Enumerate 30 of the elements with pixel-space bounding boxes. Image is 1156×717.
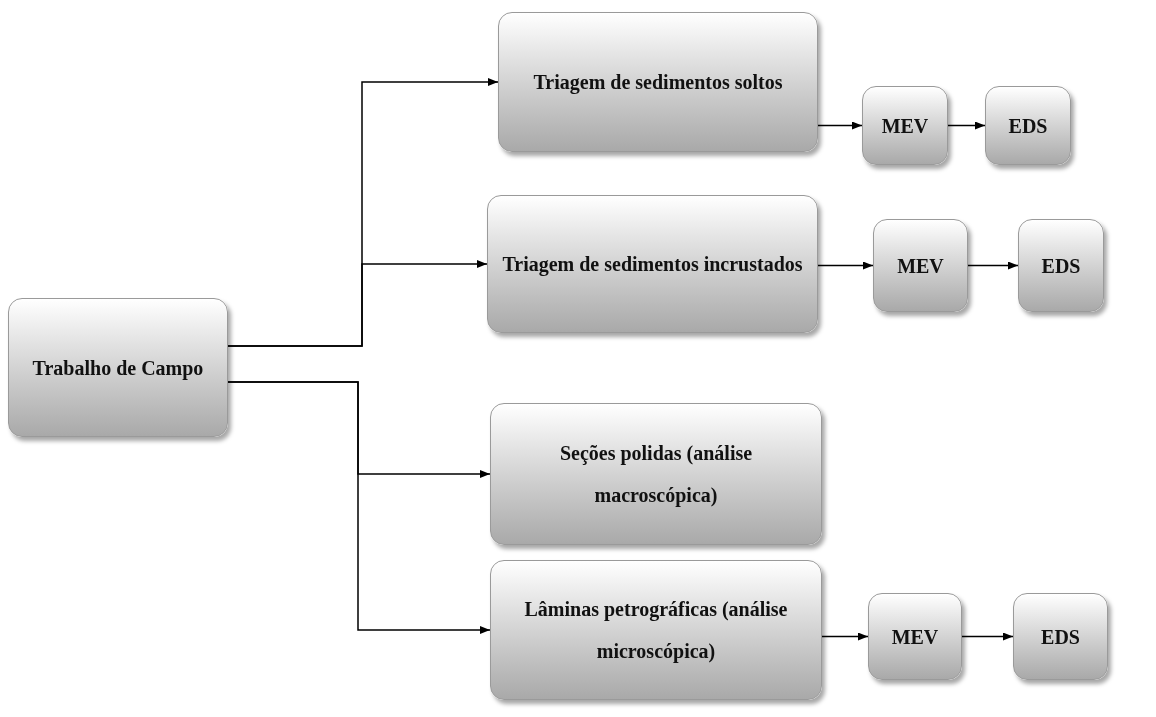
box-label: EDS	[1041, 624, 1080, 650]
box-label: Triagem de sedimentos soltos	[533, 70, 783, 96]
process-box	[1013, 593, 1108, 680]
arrow	[947, 121, 986, 130]
arrow	[817, 121, 863, 130]
box-label: EDS	[1041, 253, 1081, 279]
box-label: Trabalho de Campo	[32, 355, 204, 382]
arrow	[817, 261, 874, 270]
process-box	[985, 86, 1071, 165]
box-label: Lâminas petrográficas (análise microscópica)	[523, 597, 789, 665]
arrow	[961, 632, 1014, 641]
box-label: Seções polidas (análise macroscópica)	[558, 441, 754, 509]
process-box	[868, 593, 962, 680]
arrow	[227, 381, 491, 634]
process-box	[8, 298, 228, 437]
arrow	[967, 261, 1019, 270]
process-box	[1018, 219, 1104, 312]
arrow	[821, 632, 869, 641]
process-box	[873, 219, 968, 312]
process-box	[490, 403, 822, 545]
process-box	[490, 560, 822, 700]
box-label: Triagem de sedimentos incrustados	[502, 252, 803, 278]
process-box	[862, 86, 948, 165]
box-label: MEV	[897, 253, 944, 279]
box-label: EDS	[1008, 113, 1048, 139]
box-label: MEV	[881, 113, 929, 139]
arrow	[227, 260, 488, 347]
process-box	[487, 195, 818, 333]
box-label: MEV	[891, 624, 939, 650]
process-box	[498, 12, 818, 152]
